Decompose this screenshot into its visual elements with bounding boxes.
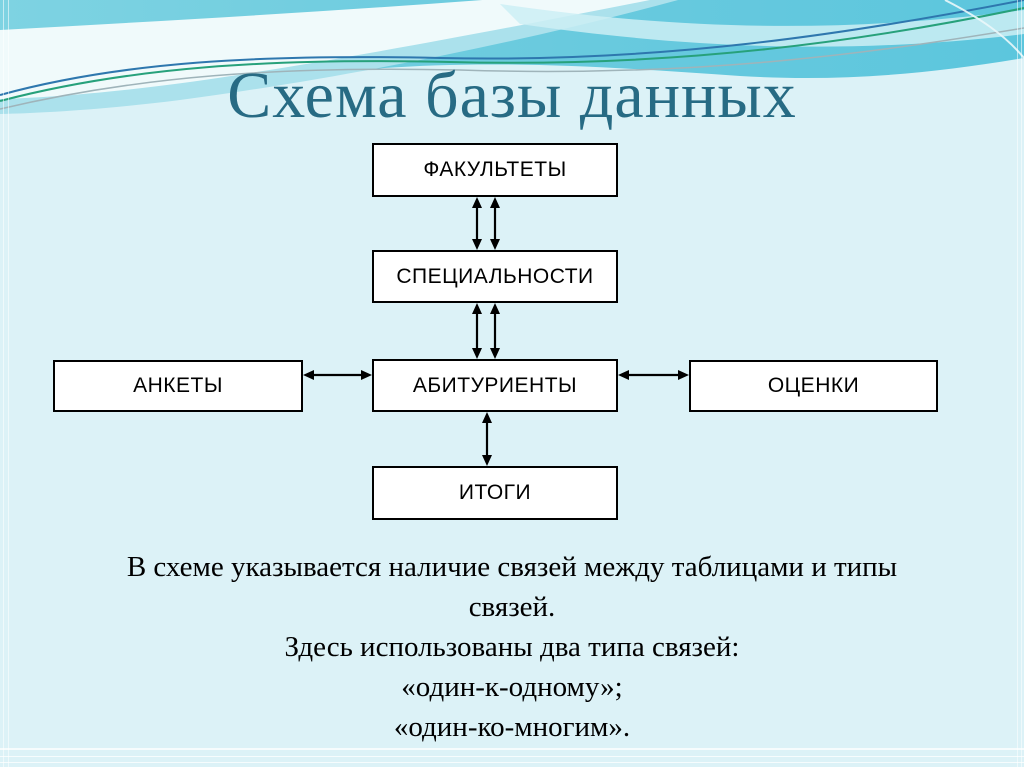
slide-title: Схема базы данных: [227, 59, 797, 132]
diagram-node-applicants: АБИТУРИЕНТЫ: [372, 359, 618, 412]
footer-line: [0, 762, 1024, 763]
edge-line: [1021, 0, 1022, 767]
edge-line: [8, 0, 9, 767]
diagram-node-results: ИТОГИ: [372, 466, 618, 520]
node-label: ФАКУЛЬТЕТЫ: [423, 158, 567, 181]
footer-line: [0, 756, 1024, 757]
arrow-applicants-results: [482, 412, 492, 466]
description-line: связей.: [468, 591, 556, 623]
description-text: В схеме указывается наличие связей между…: [0, 547, 1024, 747]
description-line: В схеме указывается наличие связей между…: [126, 551, 898, 583]
footer-line: [0, 748, 1024, 750]
edge-line: [3, 0, 4, 767]
node-label: АБИТУРИЕНТЫ: [412, 373, 578, 397]
diagram-node-specialties: СПЕЦИАЛЬНОСТИ: [372, 250, 618, 303]
description-line: «один-ко-многим».: [393, 711, 631, 743]
arrow-faculties-specialties: [472, 197, 500, 250]
node-label: АНКЕТЫ: [133, 374, 223, 397]
node-label: ИТОГИ: [458, 481, 532, 504]
arrow-applicants-grades: [618, 370, 689, 380]
diagram-node-grades: ОЦЕНКИ: [689, 360, 938, 412]
arrow-forms-applicants: [303, 370, 372, 380]
node-label: СПЕЦИАЛЬНОСТИ: [396, 264, 594, 288]
description-line: Здесь использованы два типа связей:: [284, 631, 740, 663]
diagram-node-forms: АНКЕТЫ: [53, 360, 303, 412]
arrow-specialties-applicants: [472, 303, 500, 359]
edge-line: [1017, 0, 1018, 767]
description-line: «один-к-одному»;: [401, 671, 623, 703]
diagram-node-faculties: ФАКУЛЬТЕТЫ: [372, 143, 618, 197]
node-label: ОЦЕНКИ: [767, 374, 860, 397]
